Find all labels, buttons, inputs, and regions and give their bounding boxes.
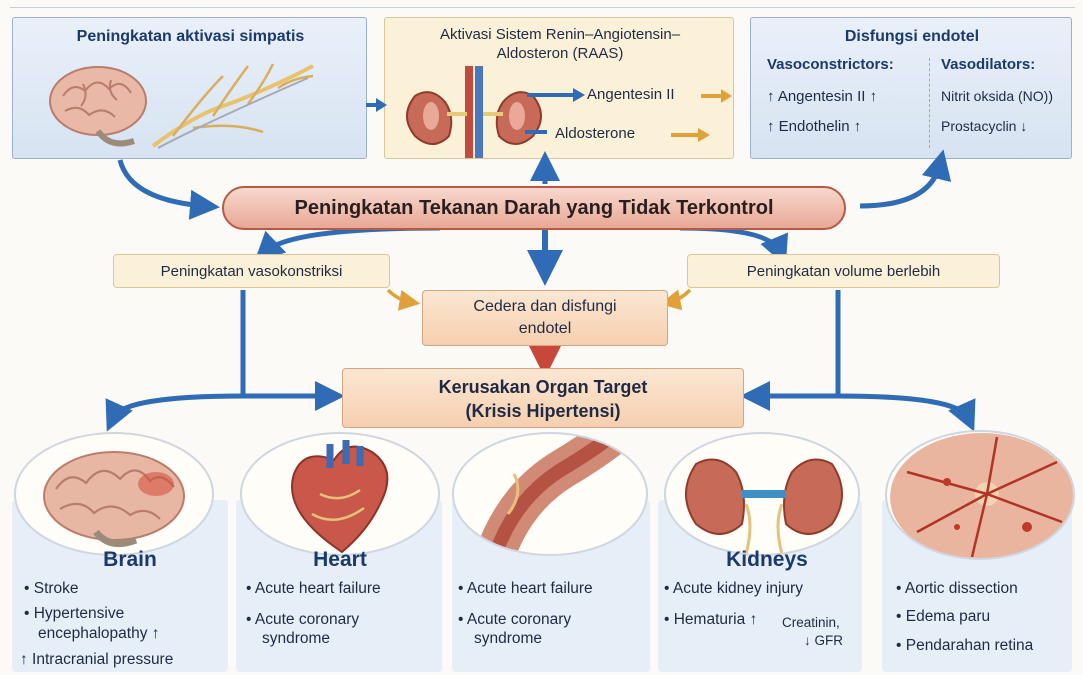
target-organ-line1: Kerusakan Organ Target [343,375,743,399]
heart-circle [240,432,440,556]
kidneys-bullet-3-small: ↓ GFR [804,632,843,650]
uncontrolled-bp-pill: Peningkatan Tekanan Darah yang Tidak Ter… [222,186,846,230]
endothelial-injury-box: Cedera dan disfungi endotel [422,290,668,346]
kidneys-bullet-2-small: Creatinin, [782,614,840,632]
kidneys-bullet-2: • Hematuria ↑ [664,611,757,629]
heart-bullet-2: • Acute coronary [246,611,359,629]
brain-circle [14,432,214,556]
vessel-bullet-2: • Acute coronary [458,611,571,629]
vessel-circle [452,432,648,556]
retina-bullet-1: • Aortic dissection [896,580,1018,598]
brain-bullet-2: • Hypertensive [24,605,124,623]
vessel-bullet-1: • Acute heart failure [458,580,593,598]
kidneys-name: Kidneys [712,548,822,572]
retina-bullet-2: • Edema paru [896,608,990,626]
brain-name: Brain [80,548,180,572]
brain-bullet-1: • Stroke [24,580,79,598]
target-organ-line2: (Krisis Hipertensi) [343,399,743,423]
endothelial-injury-line1: Cedera dan disfungi [423,296,667,318]
retina-icon [887,432,1075,560]
kidneys-bullet-1: • Acute kidney injury [664,580,803,598]
brain-bullet-4: ↑ Intracranial pressure [20,651,173,669]
retina-circle [885,430,1075,560]
vasoconstriction-label: Peningkatan vasokonstriksi [113,254,390,288]
artery-icon [454,434,648,556]
kidneys-icon [666,434,860,556]
brain-bullet-3: encephalopathy ↑ [38,625,160,643]
brain-icon [16,434,214,556]
endothelial-injury-line2: endotel [423,318,667,340]
heart-bullet-1: • Acute heart failure [246,580,381,598]
vessel-bullet-3: syndrome [474,630,542,648]
heart-bullet-3: syndrome [262,630,330,648]
kidneys-circle [664,432,860,556]
volume-overload-label: Peningkatan volume berlebih [687,254,1000,288]
heart-icon [242,434,440,556]
heart-name: Heart [290,548,390,572]
target-organ-damage-box: Kerusakan Organ Target (Krisis Hipertens… [342,368,744,428]
retina-bullet-3: • Pendarahan retina [896,637,1033,655]
